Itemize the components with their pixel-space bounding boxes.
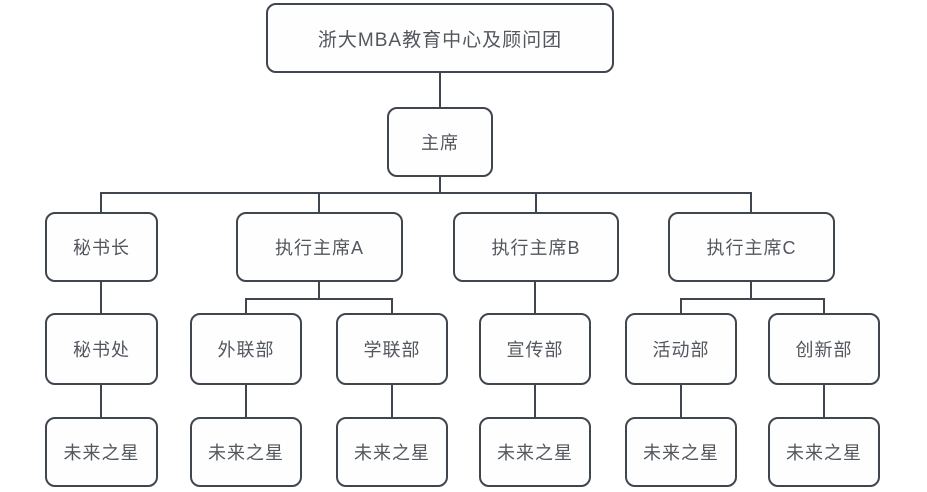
connector-exec-a-stem xyxy=(318,282,320,299)
connector-column-3 xyxy=(391,385,393,417)
node-future-star-1: 未来之星 xyxy=(45,417,158,487)
connector-exec-c-rail xyxy=(680,298,825,300)
connector-exec-c-drop-1 xyxy=(680,298,682,313)
connector-column-4 xyxy=(534,385,536,417)
connector-chairman-stem xyxy=(439,177,441,193)
connector-exec-c-stem xyxy=(750,282,752,299)
node-exec-chair-c: 执行主席C xyxy=(668,212,835,282)
node-future-star-5: 未来之星 xyxy=(625,417,737,487)
connector-exec-b-publicity xyxy=(534,282,536,313)
node-future-star-3: 未来之星 xyxy=(336,417,448,487)
connector-level3-drop-3 xyxy=(535,192,537,212)
connector-root-chairman xyxy=(439,73,441,107)
connector-level3-drop-1 xyxy=(100,192,102,212)
node-activities: 活动部 xyxy=(625,313,737,385)
connector-column-1 xyxy=(100,385,102,417)
connector-exec-c-drop-2 xyxy=(823,298,825,313)
connector-level3-rail xyxy=(101,192,752,194)
connector-exec-a-drop-2 xyxy=(391,298,393,313)
node-future-star-2: 未来之星 xyxy=(190,417,302,487)
connector-column-6 xyxy=(823,385,825,417)
node-root: 浙大MBA教育中心及顾问团 xyxy=(266,3,614,73)
connector-level3-drop-4 xyxy=(750,192,752,212)
node-innovation: 创新部 xyxy=(768,313,880,385)
node-chairman: 主席 xyxy=(387,107,493,177)
connector-level3-drop-2 xyxy=(318,192,320,212)
node-student-union: 学联部 xyxy=(336,313,448,385)
connector-column-5 xyxy=(680,385,682,417)
node-future-star-6: 未来之星 xyxy=(768,417,880,487)
node-exec-chair-b: 执行主席B xyxy=(453,212,619,282)
node-external-relations: 外联部 xyxy=(190,313,302,385)
node-future-star-4: 未来之星 xyxy=(479,417,591,487)
connector-column-2 xyxy=(245,385,247,417)
node-secretary-general: 秘书长 xyxy=(45,212,158,282)
node-exec-chair-a: 执行主席A xyxy=(236,212,403,282)
node-publicity: 宣传部 xyxy=(479,313,591,385)
connector-exec-a-rail xyxy=(245,298,393,300)
node-secretariat: 秘书处 xyxy=(45,313,158,385)
connector-exec-a-drop-1 xyxy=(245,298,247,313)
connector-secgen-secretariat xyxy=(100,282,102,313)
